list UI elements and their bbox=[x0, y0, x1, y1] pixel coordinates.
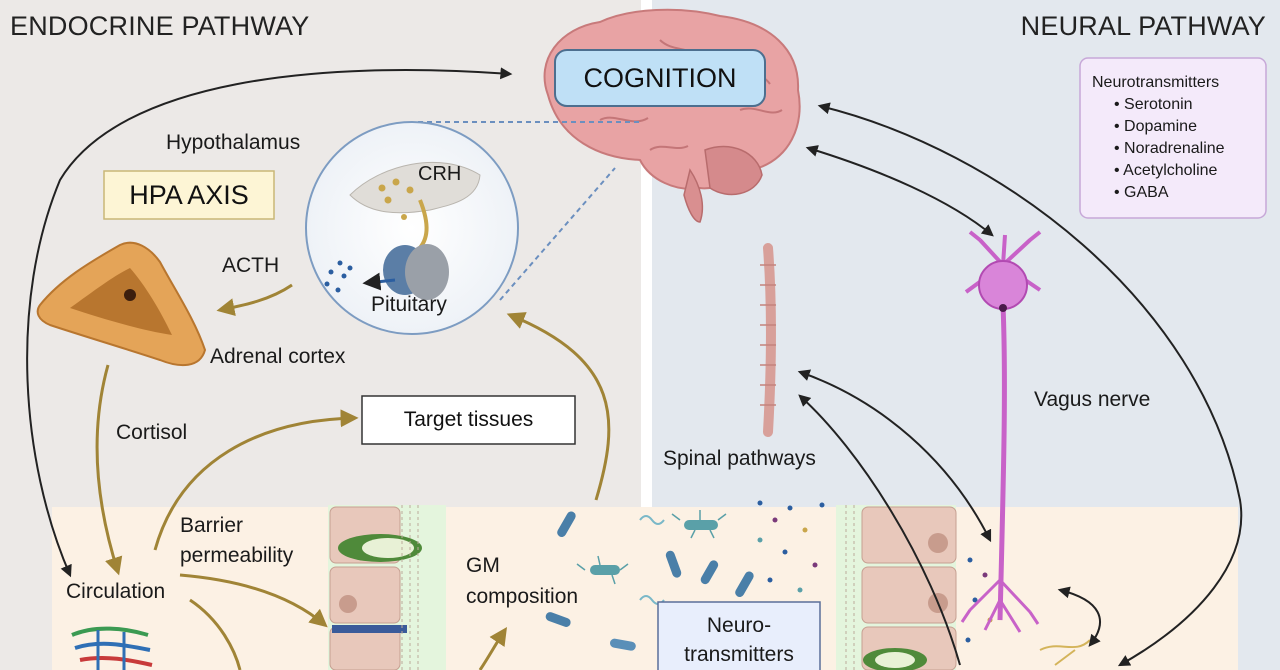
arrow-to-barrier bbox=[179, 573, 328, 628]
circulation-label: Circulation bbox=[66, 580, 166, 603]
pituitary-label: Pituitary bbox=[371, 293, 447, 316]
neurotransmitter-item-label: Dopamine bbox=[1124, 118, 1197, 135]
neurotransmitter-item-label: Noradrenaline bbox=[1124, 140, 1225, 157]
barrier-label-line1: Barrier bbox=[180, 514, 244, 537]
arrow-gm-to-pituitary bbox=[506, 312, 611, 501]
gut-neurotransmitters-line2: transmitters bbox=[684, 643, 794, 666]
cognition-box bbox=[554, 49, 766, 107]
arrow-brain-vagus bbox=[805, 145, 994, 237]
arrow-circulation-down bbox=[189, 598, 242, 670]
hpa-axis-label: HPA AXIS bbox=[129, 179, 249, 210]
cognition-label: COGNITION bbox=[583, 62, 737, 93]
neurotransmitter-item: • Serotonin bbox=[1114, 96, 1193, 113]
neurotransmitter-item-label: GABA bbox=[1124, 184, 1169, 201]
neurotransmitters-list-title: Neurotransmitters bbox=[1092, 74, 1220, 91]
neurotransmitter-item-label: Serotonin bbox=[1124, 96, 1193, 113]
hypothalamus-label: Hypothalamus bbox=[166, 131, 301, 154]
endocrine-pathway-title: ENDOCRINE PATHWAY bbox=[10, 11, 310, 41]
cortisol-label: Cortisol bbox=[116, 421, 188, 444]
blood-vessel-icon bbox=[71, 626, 153, 670]
crh-label: CRH bbox=[418, 163, 462, 185]
arrow-neuron-gut bbox=[1057, 586, 1101, 647]
neurotransmitter-item: • Noradrenaline bbox=[1114, 140, 1225, 157]
gut-microbiota bbox=[545, 510, 770, 651]
neurotransmitter-item: • Acetylcholine bbox=[1114, 162, 1218, 179]
arrow-circulation-cognition bbox=[26, 67, 513, 578]
arrow-cortisol-circulation bbox=[95, 364, 123, 576]
barrier-label-line2: permeability bbox=[180, 544, 294, 567]
neural-pathway-title: NEURAL PATHWAY bbox=[1020, 11, 1266, 41]
arrow-spinal-gut bbox=[797, 369, 992, 543]
adrenal-cortex-label: Adrenal cortex bbox=[210, 345, 346, 368]
target-tissues-label: Target tissues bbox=[403, 408, 534, 431]
arrow-acth-adrenal bbox=[216, 283, 293, 317]
neurotransmitter-item: • Dopamine bbox=[1114, 118, 1197, 135]
spinal-pathways-label: Spinal pathways bbox=[663, 447, 816, 470]
arrow-to-gm bbox=[478, 627, 507, 670]
acth-label: ACTH bbox=[222, 254, 280, 277]
gm-label-line2: composition bbox=[466, 585, 579, 608]
neurotransmitter-item-label: Acetylcholine bbox=[1123, 162, 1218, 179]
arrow-to-target-tissues bbox=[153, 409, 359, 551]
gut-epithelium-right bbox=[836, 505, 957, 670]
arrow-spinal-gut-lower bbox=[798, 394, 961, 666]
gm-label-line1: GM bbox=[466, 554, 500, 577]
gut-neurotransmitters-line1: Neuro- bbox=[706, 614, 772, 637]
neurotransmitter-item: • GABA bbox=[1114, 184, 1169, 201]
gut-epithelium-left bbox=[328, 505, 446, 670]
spinal-cord bbox=[760, 243, 776, 437]
vagus-nerve-label: Vagus nerve bbox=[1034, 388, 1151, 411]
